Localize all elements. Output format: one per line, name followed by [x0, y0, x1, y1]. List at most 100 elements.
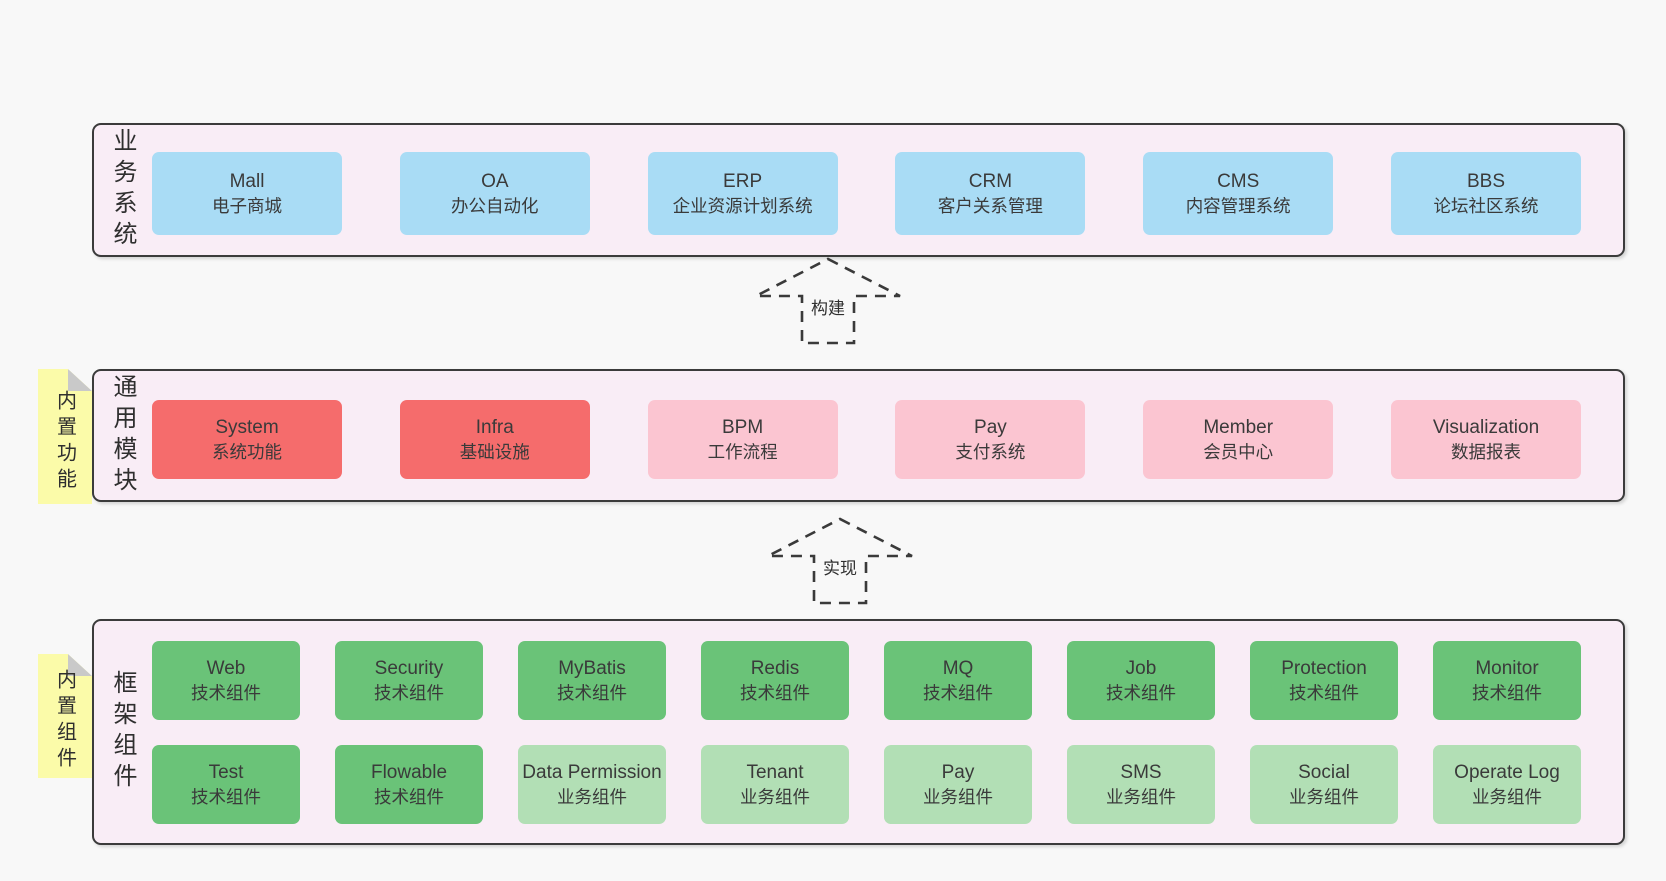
module-box-operate-log: Operate Log 业务组件	[1433, 745, 1581, 824]
box-title: MQ	[942, 657, 974, 679]
box-title: Web	[206, 657, 246, 679]
box-title: Protection	[1281, 657, 1367, 679]
box-title: OA	[481, 170, 509, 192]
box-title: Test	[208, 761, 244, 783]
implement-arrow: 实现	[765, 516, 915, 606]
module-box-monitor: Monitor 技术组件	[1433, 641, 1581, 720]
box-subtitle: 会员中心	[1203, 441, 1274, 462]
module-box-system: System 系统功能	[152, 400, 342, 479]
box-title: CMS	[1217, 170, 1260, 192]
box-title: Visualization	[1432, 416, 1540, 438]
box-subtitle: 业务组件	[557, 786, 627, 807]
box-subtitle: 技术组件	[191, 786, 261, 807]
module-box-cms: CMS 内容管理系统	[1143, 152, 1334, 235]
box-subtitle: 支付系统	[955, 441, 1026, 462]
box-subtitle: 业务组件	[740, 786, 810, 807]
module-box-visualization: Visualization 数据报表	[1390, 400, 1581, 479]
box-title: Job	[1125, 657, 1157, 679]
box-title: ERP	[723, 170, 763, 192]
box-subtitle: 技术组件	[923, 682, 993, 703]
box-title: Operate Log	[1454, 761, 1560, 783]
box-title: Flowable	[370, 761, 448, 783]
box-title: Monitor	[1475, 657, 1539, 679]
module-box-bpm: BPM 工作流程	[647, 400, 838, 479]
module-box-mq: MQ 技术组件	[884, 641, 1032, 720]
module-box-redis: Redis 技术组件	[701, 641, 849, 720]
box-subtitle: 业务组件	[923, 786, 993, 807]
box-title: Pay	[941, 761, 975, 783]
box-subtitle: 基础设施	[459, 441, 530, 462]
module-box-tenant: Tenant 业务组件	[701, 745, 849, 824]
module-box-protection: Protection 技术组件	[1250, 641, 1398, 720]
box-subtitle: 技术组件	[374, 682, 444, 703]
box-subtitle: 业务组件	[1289, 786, 1359, 807]
box-title: Member	[1203, 416, 1274, 438]
module-box-data-permission: Data Permission 业务组件	[518, 745, 666, 824]
box-subtitle: 技术组件	[740, 682, 810, 703]
box-title: CRM	[968, 170, 1013, 192]
box-title: Infra	[475, 416, 514, 438]
box-subtitle: 系统功能	[212, 441, 282, 462]
layer-label-framework: 框架组件	[109, 670, 136, 794]
module-box-mall: Mall 电子商城	[152, 152, 342, 235]
box-subtitle: 论坛社区系统	[1433, 195, 1539, 216]
box-subtitle: 电子商城	[212, 195, 282, 216]
module-box-sms: SMS 业务组件	[1067, 745, 1215, 824]
box-subtitle: 技术组件	[557, 682, 627, 703]
box-title: SMS	[1120, 761, 1162, 783]
business-box-row: Mall 电子商城 OA 办公自动化 ERP 企业资源计划系统 CRM 客户关系管理 CMS 内容…	[152, 152, 1581, 235]
module-box-security: Security 技术组件	[335, 641, 483, 720]
module-box-crm: CRM 客户关系管理	[895, 152, 1086, 235]
modules-box-row: System 系统功能 Infra 基础设施 BPM 工作流程 Pay 支付系统 Member 会…	[152, 400, 1581, 479]
module-box-job: Job 技术组件	[1067, 641, 1215, 720]
build-arrow-label: 构建	[808, 294, 848, 319]
box-title: MyBatis	[558, 657, 626, 679]
box-title: Social	[1298, 761, 1350, 783]
box-subtitle: 业务组件	[1472, 786, 1542, 807]
box-subtitle: 技术组件	[1289, 682, 1359, 703]
box-subtitle: 技术组件	[191, 682, 261, 703]
build-arrow: 构建	[753, 256, 903, 346]
layer-common-modules: 通用模块 System 系统功能 Infra 基础设施 BPM 工作流程 Pay 支付系统 Me…	[92, 369, 1625, 502]
module-box-web: Web 技术组件	[152, 641, 300, 720]
box-subtitle: 办公自动化	[451, 195, 539, 216]
box-subtitle: 技术组件	[1472, 682, 1542, 703]
sticky-note-builtin-components: 内置组件	[38, 654, 92, 778]
implement-arrow-label: 实现	[820, 554, 860, 579]
dashed-up-arrow-icon	[755, 257, 901, 345]
box-title: BBS	[1466, 170, 1505, 192]
box-subtitle: 内容管理系统	[1185, 195, 1291, 216]
box-subtitle: 企业资源计划系统	[672, 195, 813, 216]
layer-label-modules: 通用模块	[109, 373, 136, 498]
box-title: BPM	[722, 416, 764, 438]
module-box-social: Social 业务组件	[1250, 745, 1398, 824]
dashed-up-arrow-icon	[767, 517, 913, 605]
box-title: Redis	[750, 657, 800, 679]
box-title: Pay	[974, 416, 1007, 438]
box-title: Data Permission	[522, 761, 662, 783]
box-title: System	[215, 416, 279, 438]
layer-label-business: 业务系统	[109, 128, 136, 252]
module-box-erp: ERP 企业资源计划系统	[647, 152, 838, 235]
module-box-member: Member 会员中心	[1143, 400, 1334, 479]
box-subtitle: 工作流程	[707, 441, 778, 462]
box-subtitle: 客户关系管理	[937, 195, 1043, 216]
box-title: Mall	[229, 170, 265, 192]
module-box-bbs: BBS 论坛社区系统	[1390, 152, 1581, 235]
note-fold-corner-icon	[68, 369, 92, 391]
box-title: Security	[374, 657, 444, 679]
box-title: Tenant	[746, 761, 804, 783]
module-box-pay: Pay 业务组件	[884, 745, 1032, 824]
box-subtitle: 数据报表	[1450, 441, 1521, 462]
box-subtitle: 业务组件	[1106, 786, 1176, 807]
module-box-infra: Infra 基础设施	[399, 400, 590, 479]
sticky-note-builtin-functions: 内置功能	[38, 369, 92, 504]
layer-business-systems: 业务系统 Mall 电子商城 OA 办公自动化 ERP 企业资源计划系统 CRM 客户关系管理…	[92, 123, 1625, 257]
box-subtitle: 技术组件	[1106, 682, 1176, 703]
note-text: 内置组件	[53, 668, 76, 773]
module-box-mybatis: MyBatis 技术组件	[518, 641, 666, 720]
